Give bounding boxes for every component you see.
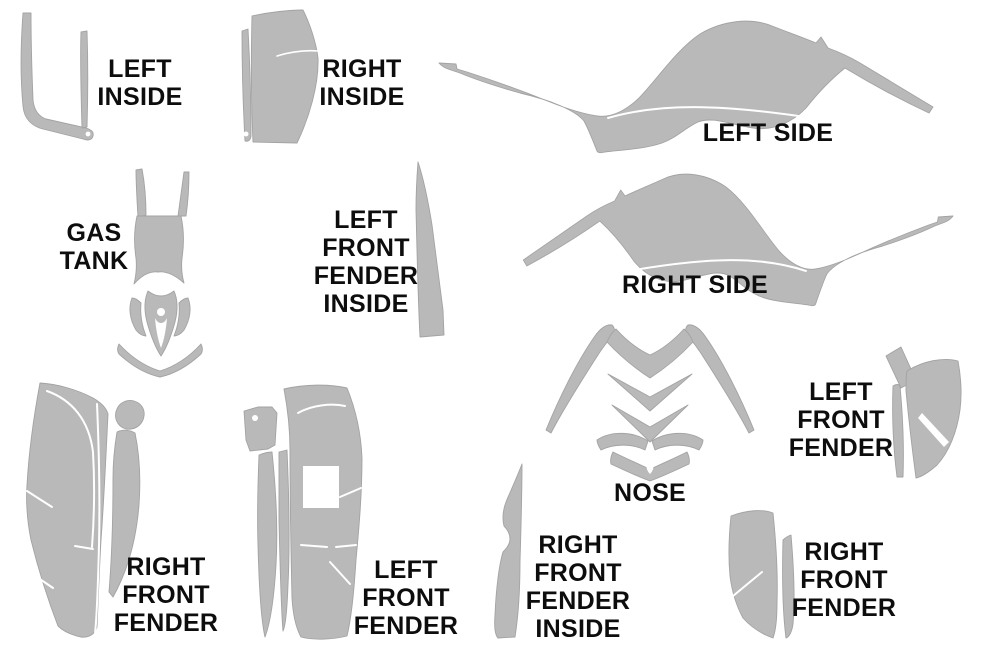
label-right-inside: RIGHT INSIDE [319, 55, 405, 111]
label-left-front-fender-inside: LEFT FRONT FENDER INSIDE [313, 206, 419, 318]
nose-chevron-1 [607, 373, 693, 412]
label-left-inside: LEFT INSIDE [97, 55, 183, 111]
right-inside-shape [241, 9, 319, 144]
gas-tank-hole [157, 308, 165, 316]
label-left-front-fender-lower: LEFT FRONT FENDER [353, 556, 459, 640]
right-front-fender-shape [26, 382, 145, 638]
label-gas-tank: GAS TANK [59, 219, 129, 275]
nose-shape [545, 324, 755, 482]
label-left-front-fender: LEFT FRONT FENDER [788, 378, 894, 462]
nose-teardrop-hole [646, 452, 654, 474]
left-front-fender-lower-hole [252, 415, 258, 421]
left-inside-hole [85, 131, 91, 137]
right-inside-hole [243, 131, 249, 137]
left-side-shape [438, 20, 934, 154]
label-left-side: LEFT SIDE [702, 119, 834, 147]
nose-chevron-2 [611, 404, 689, 443]
left-front-fender-lower-cutout [303, 466, 339, 508]
left-inside-shape [20, 12, 94, 141]
label-right-front-fender-lower: RIGHT FRONT FENDER [791, 538, 897, 622]
right-front-fender-lower-shape [728, 510, 795, 639]
label-right-front-fender-inside: RIGHT FRONT FENDER INSIDE [525, 531, 631, 643]
right-front-fender-inside-notch [494, 534, 508, 548]
label-right-front-fender: RIGHT FRONT FENDER [113, 553, 219, 637]
left-front-fender-shape [885, 346, 962, 479]
gas-tank-shape [117, 168, 203, 378]
left-front-fender-inside-shape [415, 161, 445, 338]
right-front-fender-inside-shape [494, 463, 523, 639]
label-right-side: RIGHT SIDE [621, 271, 769, 299]
left-front-fender-lower-shape [243, 384, 363, 640]
label-nose: NOSE [613, 479, 687, 507]
